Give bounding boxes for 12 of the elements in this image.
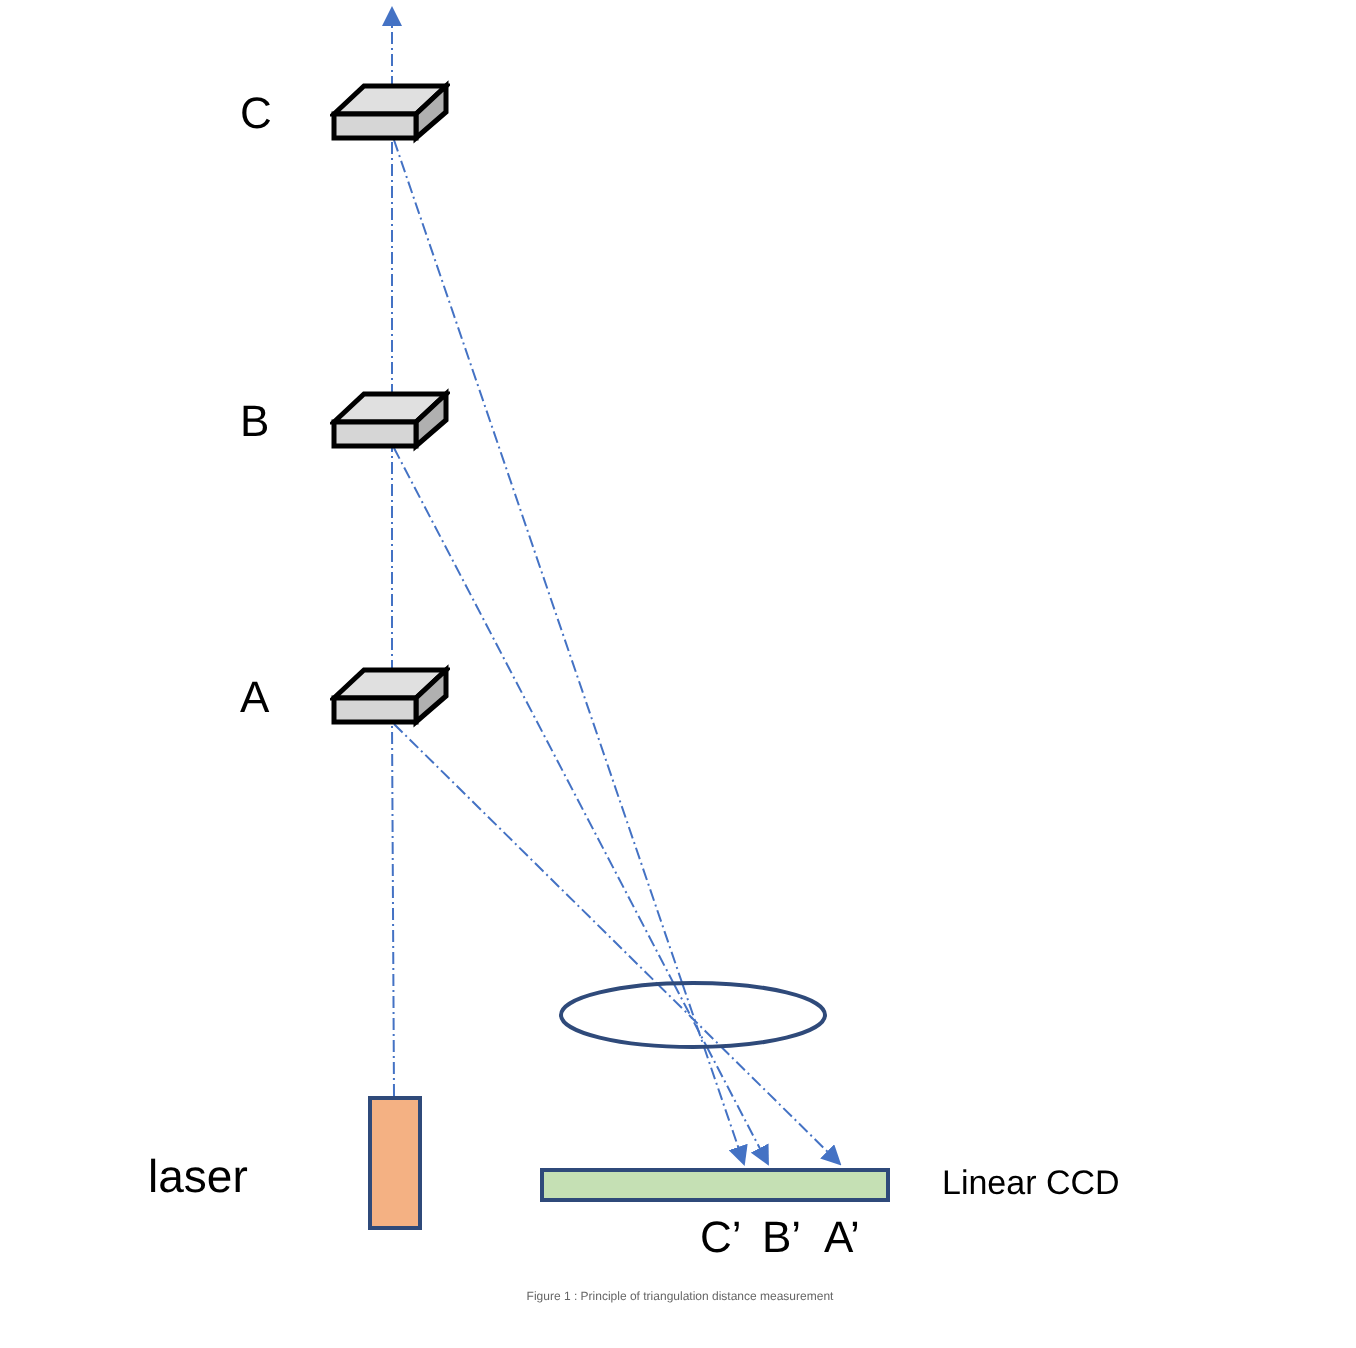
- image-point-label: A’: [824, 1212, 860, 1264]
- light-ray-arrow: [382, 6, 402, 89]
- light-ray-arrow: [702, 1045, 748, 1166]
- light-ray-arrow: [719, 1045, 842, 1166]
- light-ray-arrow: [705, 1045, 769, 1166]
- node-label: B: [240, 396, 270, 448]
- node-label: laser: [148, 1148, 248, 1204]
- image-point-label: C’: [700, 1212, 742, 1264]
- node-label: A: [240, 672, 270, 724]
- image-point-label: B’: [762, 1212, 802, 1264]
- node-label: C: [240, 88, 272, 140]
- node-label: Linear CCD: [942, 1162, 1120, 1206]
